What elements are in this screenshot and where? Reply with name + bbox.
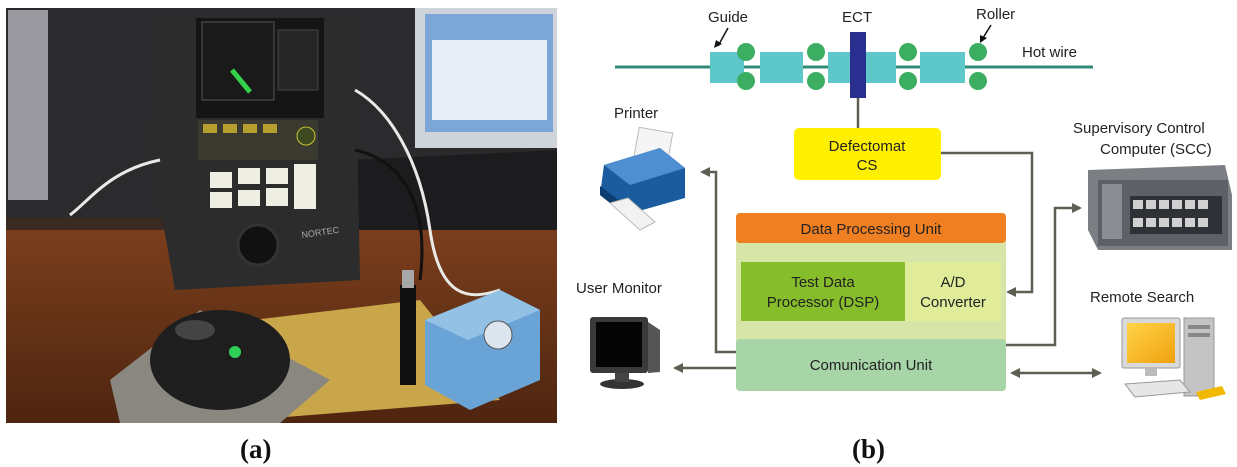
ect-label: ECT [842,9,872,26]
eddy-current-device: NORTEC [150,18,360,290]
ect-probe [850,32,866,98]
mouse-highlight [175,320,215,340]
device-button-2 [238,168,260,184]
scc-switch-icon [1088,165,1232,250]
scc-line2: Computer (SCC) [1100,141,1212,158]
user-monitor-icon [590,317,660,389]
printer-icon [600,126,685,231]
device-button-6 [238,190,260,206]
comm-unit-label: Comunication Unit [810,357,933,374]
user-monitor-label: User Monitor [576,280,662,297]
roller-bottom-2 [807,72,825,90]
interface-dial [483,320,513,350]
device-screen [201,21,275,101]
comm-to-printer-arrow [700,167,736,354]
caption-b: (b) [852,434,885,464]
roller-top-1 [737,43,755,61]
guide-block-2 [760,52,803,83]
probe-tip [402,270,414,288]
device-button-1 [210,172,232,188]
test-data-line1: Test Data [791,274,855,291]
keyboard [350,150,557,255]
pc-tower [8,10,48,200]
guide-block-3 [828,52,852,83]
defectomat-line1: Defectomat [829,138,907,155]
probe [400,285,416,385]
ad-line2: Converter [920,294,986,311]
roller-top-2 [807,43,825,61]
cable-1 [354,88,501,297]
defectomat-to-adc-arrow [941,151,1034,297]
defectomat-box [794,128,941,180]
scc-line1: Supervisory Control [1073,120,1205,137]
remote-search-computer-icon [1121,317,1226,400]
device-button-3 [266,168,288,184]
dpu-title: Data Processing Unit [801,221,943,238]
device-knob [236,223,280,267]
caption-a: (a) [240,434,271,464]
pc-window [432,40,547,120]
comm-to-scc-arrow [1006,203,1082,347]
cable-3 [354,148,424,281]
defectomat-line2: CS [857,157,878,174]
roller-top-4 [969,43,987,61]
device-button-5 [210,192,232,208]
interface-box-top [425,290,540,340]
guide-label: Guide [708,9,748,26]
photo-panel: NORTEC [6,8,557,423]
mouse-logo [229,346,241,358]
dpu-header [736,213,1006,243]
roller-pointer [982,24,992,39]
test-data-line2: Processor (DSP) [767,294,880,311]
device-button-7 [266,188,288,206]
cable-2 [69,158,161,217]
printer-label: Printer [614,105,658,122]
roller-label: Roller [976,6,1015,23]
roller-top-3 [899,43,917,61]
guide-block-4 [866,52,896,83]
schematic-panel: Guide ECT Roller Hot wire Defectomat CS … [576,6,1232,400]
guide-pointer-head [714,40,722,48]
ad-line1: A/D [940,274,965,291]
device-button-4 [294,164,316,209]
ad-converter-box [905,262,1001,321]
comm-unit-box [736,339,1006,391]
roller-bottom-3 [899,72,917,90]
remote-search-label: Remote Search [1090,289,1194,306]
mouse [150,310,290,410]
test-data-processor-box [741,262,905,321]
roller-bottom-1 [737,72,755,90]
roller-pointer-head [980,35,987,43]
roller-bottom-4 [969,72,987,90]
guide-block-5 [920,52,965,83]
hot-wire-label: Hot wire [1022,44,1077,61]
